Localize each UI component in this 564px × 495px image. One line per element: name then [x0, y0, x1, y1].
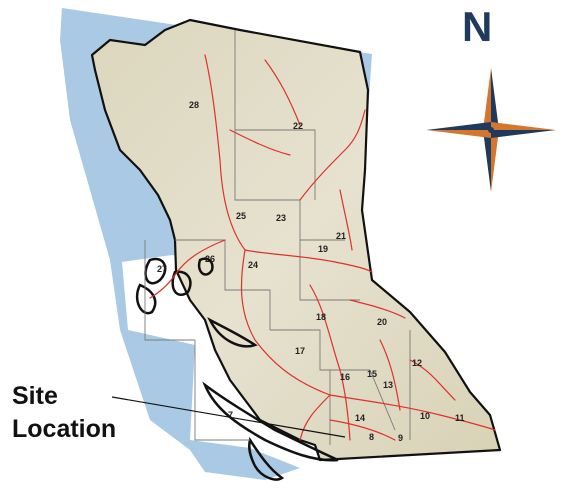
coastline-islands: [135, 257, 339, 481]
region-label: 18: [316, 312, 326, 322]
region-numbers: 28 22 25 23 21 19 27 26 24 18 20 17 16 1…: [157, 100, 465, 443]
region-label: 20: [377, 317, 387, 327]
region-label: 10: [420, 411, 430, 421]
region-label: 22: [293, 121, 303, 131]
road-network: [149, 54, 496, 441]
region-label: 9: [398, 433, 403, 443]
region-label: 23: [276, 213, 286, 223]
region-label: 25: [236, 211, 246, 221]
region-label: 11: [455, 413, 465, 423]
region-boundaries: [144, 30, 411, 445]
region-label: 21: [336, 231, 346, 241]
north-label: N: [462, 3, 493, 50]
region-label: 26: [205, 254, 215, 264]
site-location-label: Site Location: [12, 380, 116, 446]
region-label: 13: [383, 380, 393, 390]
site-label-line1: Site: [12, 382, 58, 410]
region-label: 8: [369, 432, 374, 442]
region-label: 7: [228, 410, 233, 420]
compass-rose-icon: [426, 68, 556, 192]
region-label: 19: [318, 244, 328, 254]
region-label: 17: [295, 346, 305, 356]
land-area: [90, 18, 502, 462]
region-label: 16: [340, 372, 350, 382]
site-pointer-line: [111, 396, 346, 438]
region-label: 14: [355, 413, 365, 423]
region-label: 24: [248, 260, 258, 270]
region-label: 12: [412, 358, 422, 368]
site-label-line2: Location: [12, 415, 117, 443]
region-label: 27: [157, 264, 167, 274]
region-label: 28: [189, 100, 199, 110]
region-label: 15: [367, 369, 377, 379]
